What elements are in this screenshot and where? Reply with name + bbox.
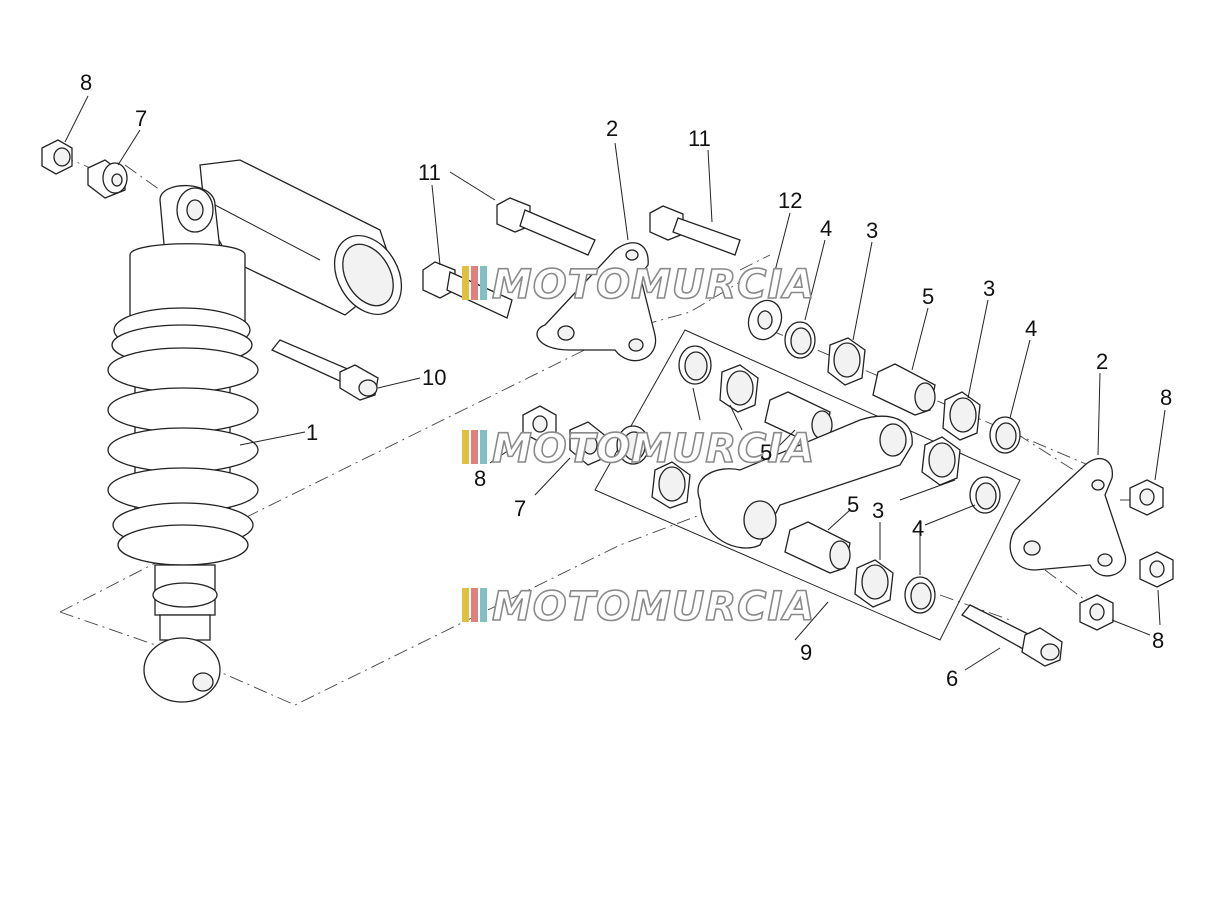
bush-7-middle xyxy=(569,421,608,466)
bolt-6 xyxy=(961,604,1063,667)
callout-6: 6 xyxy=(946,666,958,691)
callout-1: 1 xyxy=(306,420,318,445)
bearing-3-frame-d xyxy=(854,559,894,608)
nut-8-right-top xyxy=(1129,479,1164,516)
watermark-stripe xyxy=(462,588,469,622)
callout-5: 5 xyxy=(847,492,859,517)
callout-8: 8 xyxy=(1160,385,1172,410)
callout-2: 2 xyxy=(606,116,618,141)
bolt-11-center xyxy=(496,197,596,256)
washer-12 xyxy=(747,299,783,341)
callout-8: 8 xyxy=(80,70,92,95)
callout-3: 3 xyxy=(983,276,995,301)
callout-8: 8 xyxy=(1152,628,1164,653)
nut-8-top-left xyxy=(41,139,73,175)
callout-3: 3 xyxy=(866,218,878,243)
seal-4-frame-b xyxy=(616,425,650,465)
watermark-stripe xyxy=(480,430,487,464)
watermark-stripe xyxy=(462,430,469,464)
watermark-top: MOTOMURCIA xyxy=(462,261,815,309)
watermark-stripe xyxy=(462,266,469,300)
callout-12: 12 xyxy=(778,188,802,213)
watermark-stripe xyxy=(471,588,478,622)
callout-4: 4 xyxy=(912,516,924,541)
bush-7-top-left xyxy=(87,159,128,199)
callout-5: 5 xyxy=(922,284,934,309)
bearing-3-frame-b xyxy=(651,461,691,509)
watermark-stripe xyxy=(471,430,478,464)
sleeve-5-frame-b xyxy=(784,521,851,574)
callout-5: 5 xyxy=(760,440,772,465)
seal-4-frame-a xyxy=(678,345,712,385)
callout-2: 2 xyxy=(1096,349,1108,374)
nut-8-right-low xyxy=(1079,594,1114,631)
shock-absorber xyxy=(107,159,403,703)
watermark-text: MOTOMURCIA xyxy=(492,426,815,472)
watermark-text: MOTOMURCIA xyxy=(492,584,815,630)
rocker-link xyxy=(697,415,913,549)
callout-4: 4 xyxy=(820,216,832,241)
nut-8-middle xyxy=(522,405,557,443)
callout-7: 7 xyxy=(135,106,147,131)
callout-8: 8 xyxy=(474,466,486,491)
bracket-2-upper xyxy=(536,242,657,362)
watermark-stripe xyxy=(480,266,487,300)
watermark-stripe xyxy=(480,588,487,622)
leader-lines xyxy=(64,95,1166,671)
callout-11: 11 xyxy=(418,160,441,185)
watermark-middle: MOTOMURCIA xyxy=(462,425,815,473)
callout-11: 11 xyxy=(688,126,711,151)
callout-9: 9 xyxy=(800,640,812,665)
watermark-text: MOTOMURCIA xyxy=(492,262,815,308)
callout-labels: 8 7 1 10 11 2 11 12 4 3 5 3 4 2 8 5 8 7 … xyxy=(80,70,1172,691)
nut-8-right-mid xyxy=(1139,551,1174,588)
bearing-3-frame-a xyxy=(719,364,759,413)
bearing-3-frame-c xyxy=(921,436,961,486)
seal-4-frame-c xyxy=(969,476,1001,514)
sleeve-5-upper xyxy=(872,363,936,416)
callout-3: 3 xyxy=(872,498,884,523)
bearing-3-upper-a xyxy=(827,337,866,386)
bolt-10 xyxy=(270,339,379,401)
seal-4-upper xyxy=(784,321,816,359)
seal-4-upper-right xyxy=(989,416,1021,454)
bolt-11-right xyxy=(649,205,741,256)
sleeve-5-frame-a xyxy=(764,391,833,444)
callout-7: 7 xyxy=(514,496,526,521)
seal-4-frame-d xyxy=(904,576,936,614)
bracket-2-lower xyxy=(1009,458,1127,577)
callout-10: 10 xyxy=(422,365,446,390)
watermark-bottom: MOTOMURCIA xyxy=(462,583,815,631)
watermark-stripe xyxy=(471,266,478,300)
bearing-3-upper-b xyxy=(942,391,981,441)
callout-4: 4 xyxy=(1025,316,1037,341)
